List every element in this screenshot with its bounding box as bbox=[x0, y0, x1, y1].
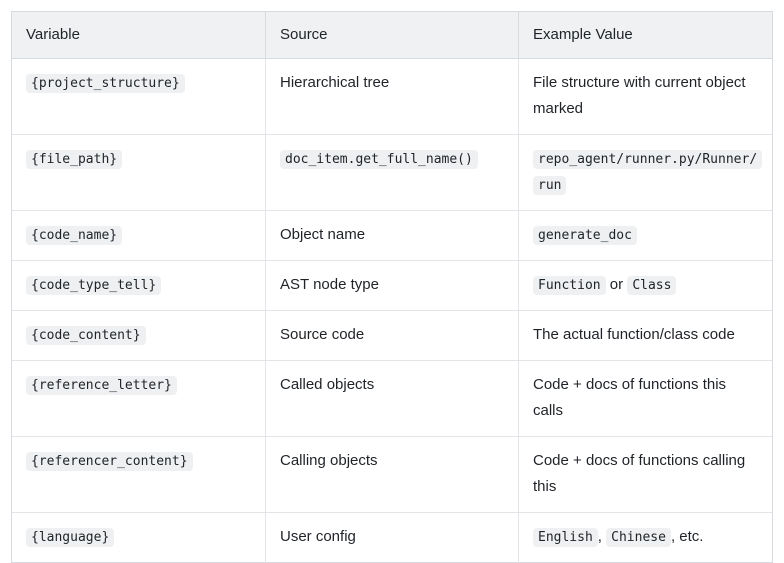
source-text: AST node type bbox=[280, 276, 379, 293]
cell-variable: {project_structure} bbox=[11, 58, 266, 135]
variable-token: {code_type_tell} bbox=[26, 276, 162, 295]
column-header-source: Source bbox=[265, 11, 519, 59]
cell-example-value: The actual function/class code bbox=[518, 310, 773, 361]
table-row: {reference_letter} Called objects Code + d… bbox=[11, 360, 773, 437]
example-separator-text: , etc. bbox=[670, 528, 704, 545]
variable-token: {project_structure} bbox=[26, 74, 185, 93]
source-token: doc_item.get_full_name() bbox=[280, 150, 478, 169]
example-token: English bbox=[533, 528, 598, 547]
cell-source: Calling objects bbox=[265, 436, 519, 513]
cell-example-value: generate_doc bbox=[518, 210, 773, 261]
example-text: Code + docs of functions this calls bbox=[533, 376, 727, 419]
page-root: Variable Source Example Value {project_s… bbox=[11, 11, 773, 563]
table-row: {project_structure} Hierarchical tree File… bbox=[11, 58, 773, 135]
cell-example-value: English, Chinese, etc. bbox=[519, 513, 773, 563]
cell-variable: {code_content} bbox=[11, 310, 266, 361]
variable-token: {file_path} bbox=[26, 150, 123, 169]
example-text: Code + docs of functions calling this bbox=[533, 452, 746, 495]
source-text: Calling objects bbox=[280, 452, 378, 469]
source-text: Source code bbox=[280, 326, 365, 343]
table-row: {file_path} doc_item.get_full_name() repo_… bbox=[11, 134, 773, 211]
column-header-variable: Variable bbox=[11, 11, 266, 59]
cell-variable: {code_type_tell} bbox=[11, 260, 266, 311]
variable-token: {code_name} bbox=[26, 226, 123, 245]
cell-example-value: Code + docs of functions this calls bbox=[518, 360, 773, 437]
variable-token: {referencer_content} bbox=[26, 452, 193, 471]
source-text: User config bbox=[280, 528, 356, 545]
cell-variable: {reference_letter} bbox=[11, 360, 266, 437]
example-separator-text: , bbox=[597, 528, 607, 545]
column-header-example-value: Example Value bbox=[518, 11, 773, 59]
cell-source: Source code bbox=[265, 310, 519, 361]
table-row: {referencer_content} Calling objects Code … bbox=[11, 436, 773, 513]
cell-example-value: File structure with current object marke… bbox=[518, 58, 773, 135]
cell-source: Object name bbox=[265, 210, 519, 261]
example-text: File structure with current object marke… bbox=[533, 74, 746, 117]
table-row: {code_name} Object name generate_doc bbox=[11, 210, 773, 261]
cell-variable: {code_name} bbox=[11, 210, 266, 261]
table-header: Variable Source Example Value bbox=[11, 11, 773, 59]
table-row: {code_content} Source code The actual func… bbox=[11, 310, 773, 361]
cell-source: AST node type bbox=[265, 260, 519, 311]
table-row: {code_type_tell} AST node type Function or… bbox=[11, 260, 773, 311]
source-text: Object name bbox=[280, 226, 366, 243]
cell-example-value: repo_agent/runner.py/Runner/run bbox=[518, 134, 773, 211]
cell-source: Called objects bbox=[265, 360, 519, 437]
cell-source: Hierarchical tree bbox=[265, 58, 519, 135]
table-body: {project_structure} Hierarchical tree File… bbox=[11, 58, 773, 563]
cell-variable: {referencer_content} bbox=[11, 436, 266, 513]
cell-source: User config bbox=[265, 512, 519, 563]
example-token: Function bbox=[533, 276, 606, 295]
prompt-variables-table: Variable Source Example Value {project_s… bbox=[11, 11, 773, 563]
cell-variable: {file_path} bbox=[11, 134, 266, 211]
example-token: Class bbox=[627, 276, 677, 295]
cell-source: doc_item.get_full_name() bbox=[265, 134, 519, 211]
example-token: generate_doc bbox=[533, 226, 637, 245]
variable-token: {reference_letter} bbox=[26, 376, 177, 395]
variable-token: {code_content} bbox=[26, 326, 146, 345]
variable-token: {language} bbox=[26, 528, 115, 547]
table-row: {language} User config English, Chinese, e… bbox=[11, 512, 773, 563]
source-text: Hierarchical tree bbox=[280, 74, 390, 91]
source-text: Called objects bbox=[280, 376, 375, 393]
cell-variable: {language} bbox=[11, 512, 266, 563]
table-header-row: Variable Source Example Value bbox=[11, 11, 773, 59]
example-token: Chinese bbox=[606, 528, 671, 547]
cell-example-value: Code + docs of functions calling this bbox=[518, 436, 773, 513]
cell-example-value: Function or Class bbox=[518, 260, 773, 311]
example-token: repo_agent/runner.py/Runner/run bbox=[533, 150, 763, 195]
example-separator-text: or bbox=[605, 276, 628, 293]
example-text: The actual function/class code bbox=[533, 326, 735, 343]
